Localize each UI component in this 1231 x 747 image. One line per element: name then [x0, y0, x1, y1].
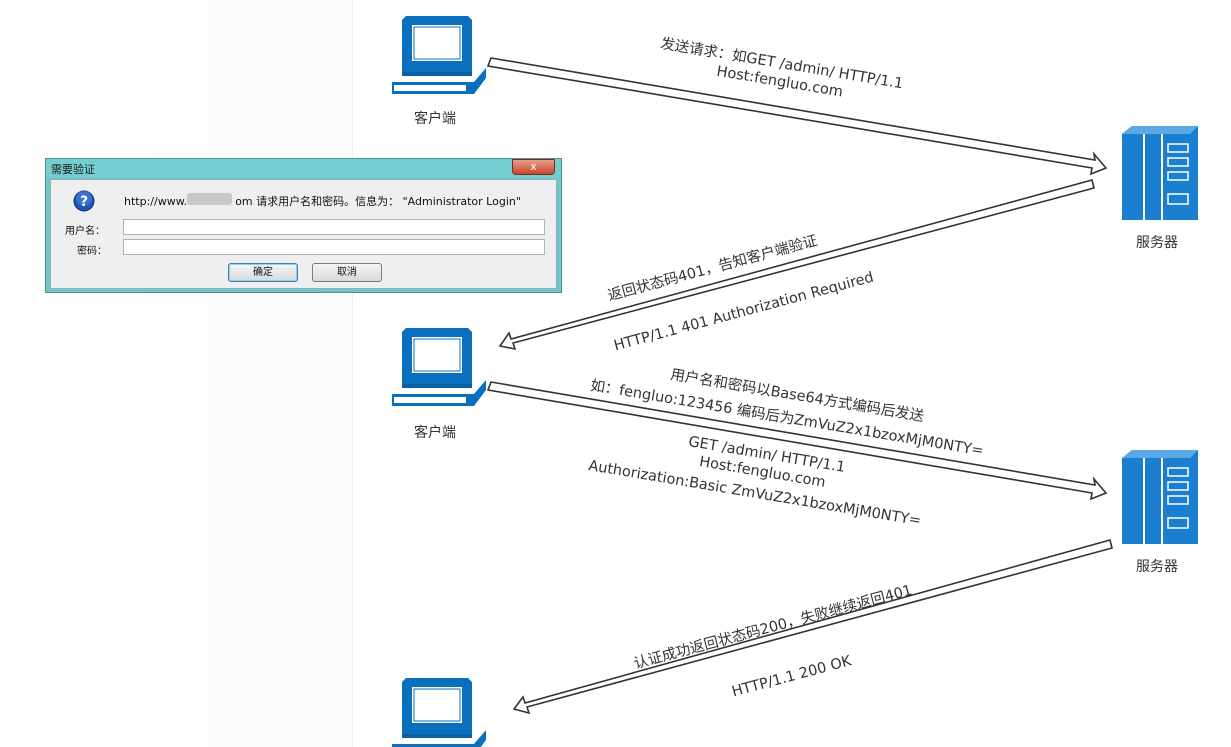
username-label: 用户名：	[65, 226, 105, 237]
dialog-message-suffix: om 请求用户名和密码。信息为： "Administrator Login"	[235, 195, 521, 208]
dialog-close-button[interactable]: x	[512, 159, 555, 175]
svg-text:?: ?	[80, 194, 88, 210]
server-icon	[1122, 126, 1198, 220]
server-label-1: 服务器	[1136, 235, 1178, 251]
panel-divider	[352, 0, 353, 747]
username-input[interactable]	[123, 219, 545, 235]
redacted-domain	[187, 193, 232, 205]
arrow-200-response	[512, 539, 1113, 715]
dialog-message: http://www. om 请求用户名和密码。信息为： "Administrat…	[124, 193, 521, 209]
left-panel-background	[0, 0, 352, 747]
dialog-titlebar: 需要验证 x	[46, 159, 561, 178]
question-icon: ?	[73, 190, 95, 212]
auth-dialog: 需要验证 x ? http://www. om 请求用户名和密码。信息为： "Ad…	[45, 158, 562, 293]
close-icon: x	[530, 160, 537, 173]
cancel-button[interactable]: 取消	[312, 263, 382, 282]
arrow-401-response	[498, 179, 1095, 351]
dialog-body: ? http://www. om 请求用户名和密码。信息为： "Administr…	[50, 179, 557, 289]
ok-button[interactable]: 确定	[228, 263, 298, 282]
arrow-request	[486, 57, 1108, 176]
password-label: 密码：	[77, 246, 107, 257]
password-input[interactable]	[123, 239, 545, 255]
client-computer-icon	[392, 328, 486, 406]
arrow-auth-request	[486, 381, 1108, 501]
client-computer-icon	[392, 678, 486, 747]
client-label-1: 客户端	[414, 111, 456, 127]
dialog-message-prefix: http://www.	[124, 195, 188, 208]
dialog-title: 需要验证	[51, 163, 95, 176]
client-label-2: 客户端	[414, 425, 456, 441]
server-label-2: 服务器	[1136, 559, 1178, 575]
server-icon	[1122, 450, 1198, 544]
client-computer-icon	[392, 16, 486, 94]
